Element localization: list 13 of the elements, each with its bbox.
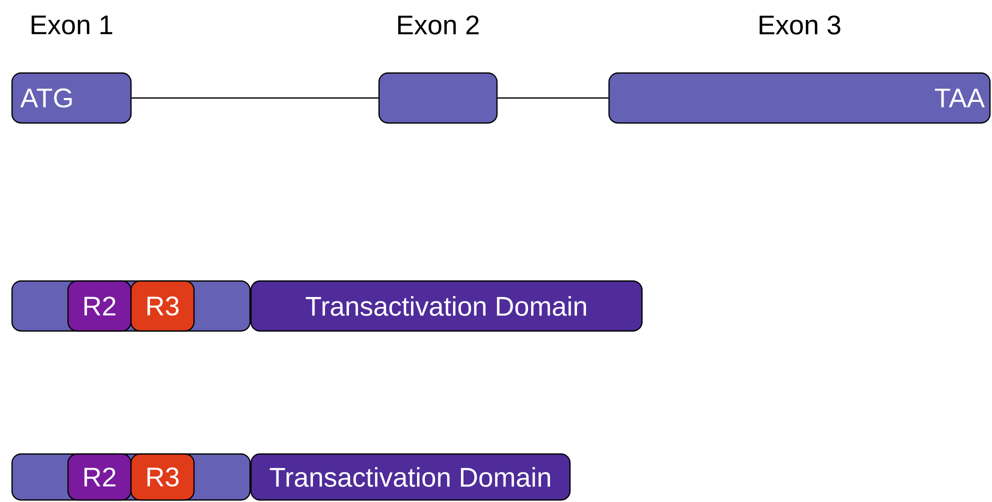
repeat-label: R3 bbox=[147, 467, 179, 487]
exon-label: Exon 2 bbox=[398, 15, 479, 35]
codon-label: TAA bbox=[934, 88, 985, 108]
repeat-label: R2 bbox=[84, 468, 116, 486]
domain-label: Transactivation Domain bbox=[306, 296, 586, 316]
codon-label: ATG bbox=[20, 88, 72, 108]
exon-label: Exon 3 bbox=[760, 15, 840, 35]
intron-line bbox=[498, 97, 608, 99]
intron-line bbox=[132, 97, 378, 99]
repeat-label: R2 bbox=[84, 296, 116, 316]
exon-label: Exon 1 bbox=[32, 16, 112, 34]
repeat-label: R3 bbox=[147, 296, 179, 316]
domain-label: Transactivation Domain bbox=[270, 467, 550, 487]
